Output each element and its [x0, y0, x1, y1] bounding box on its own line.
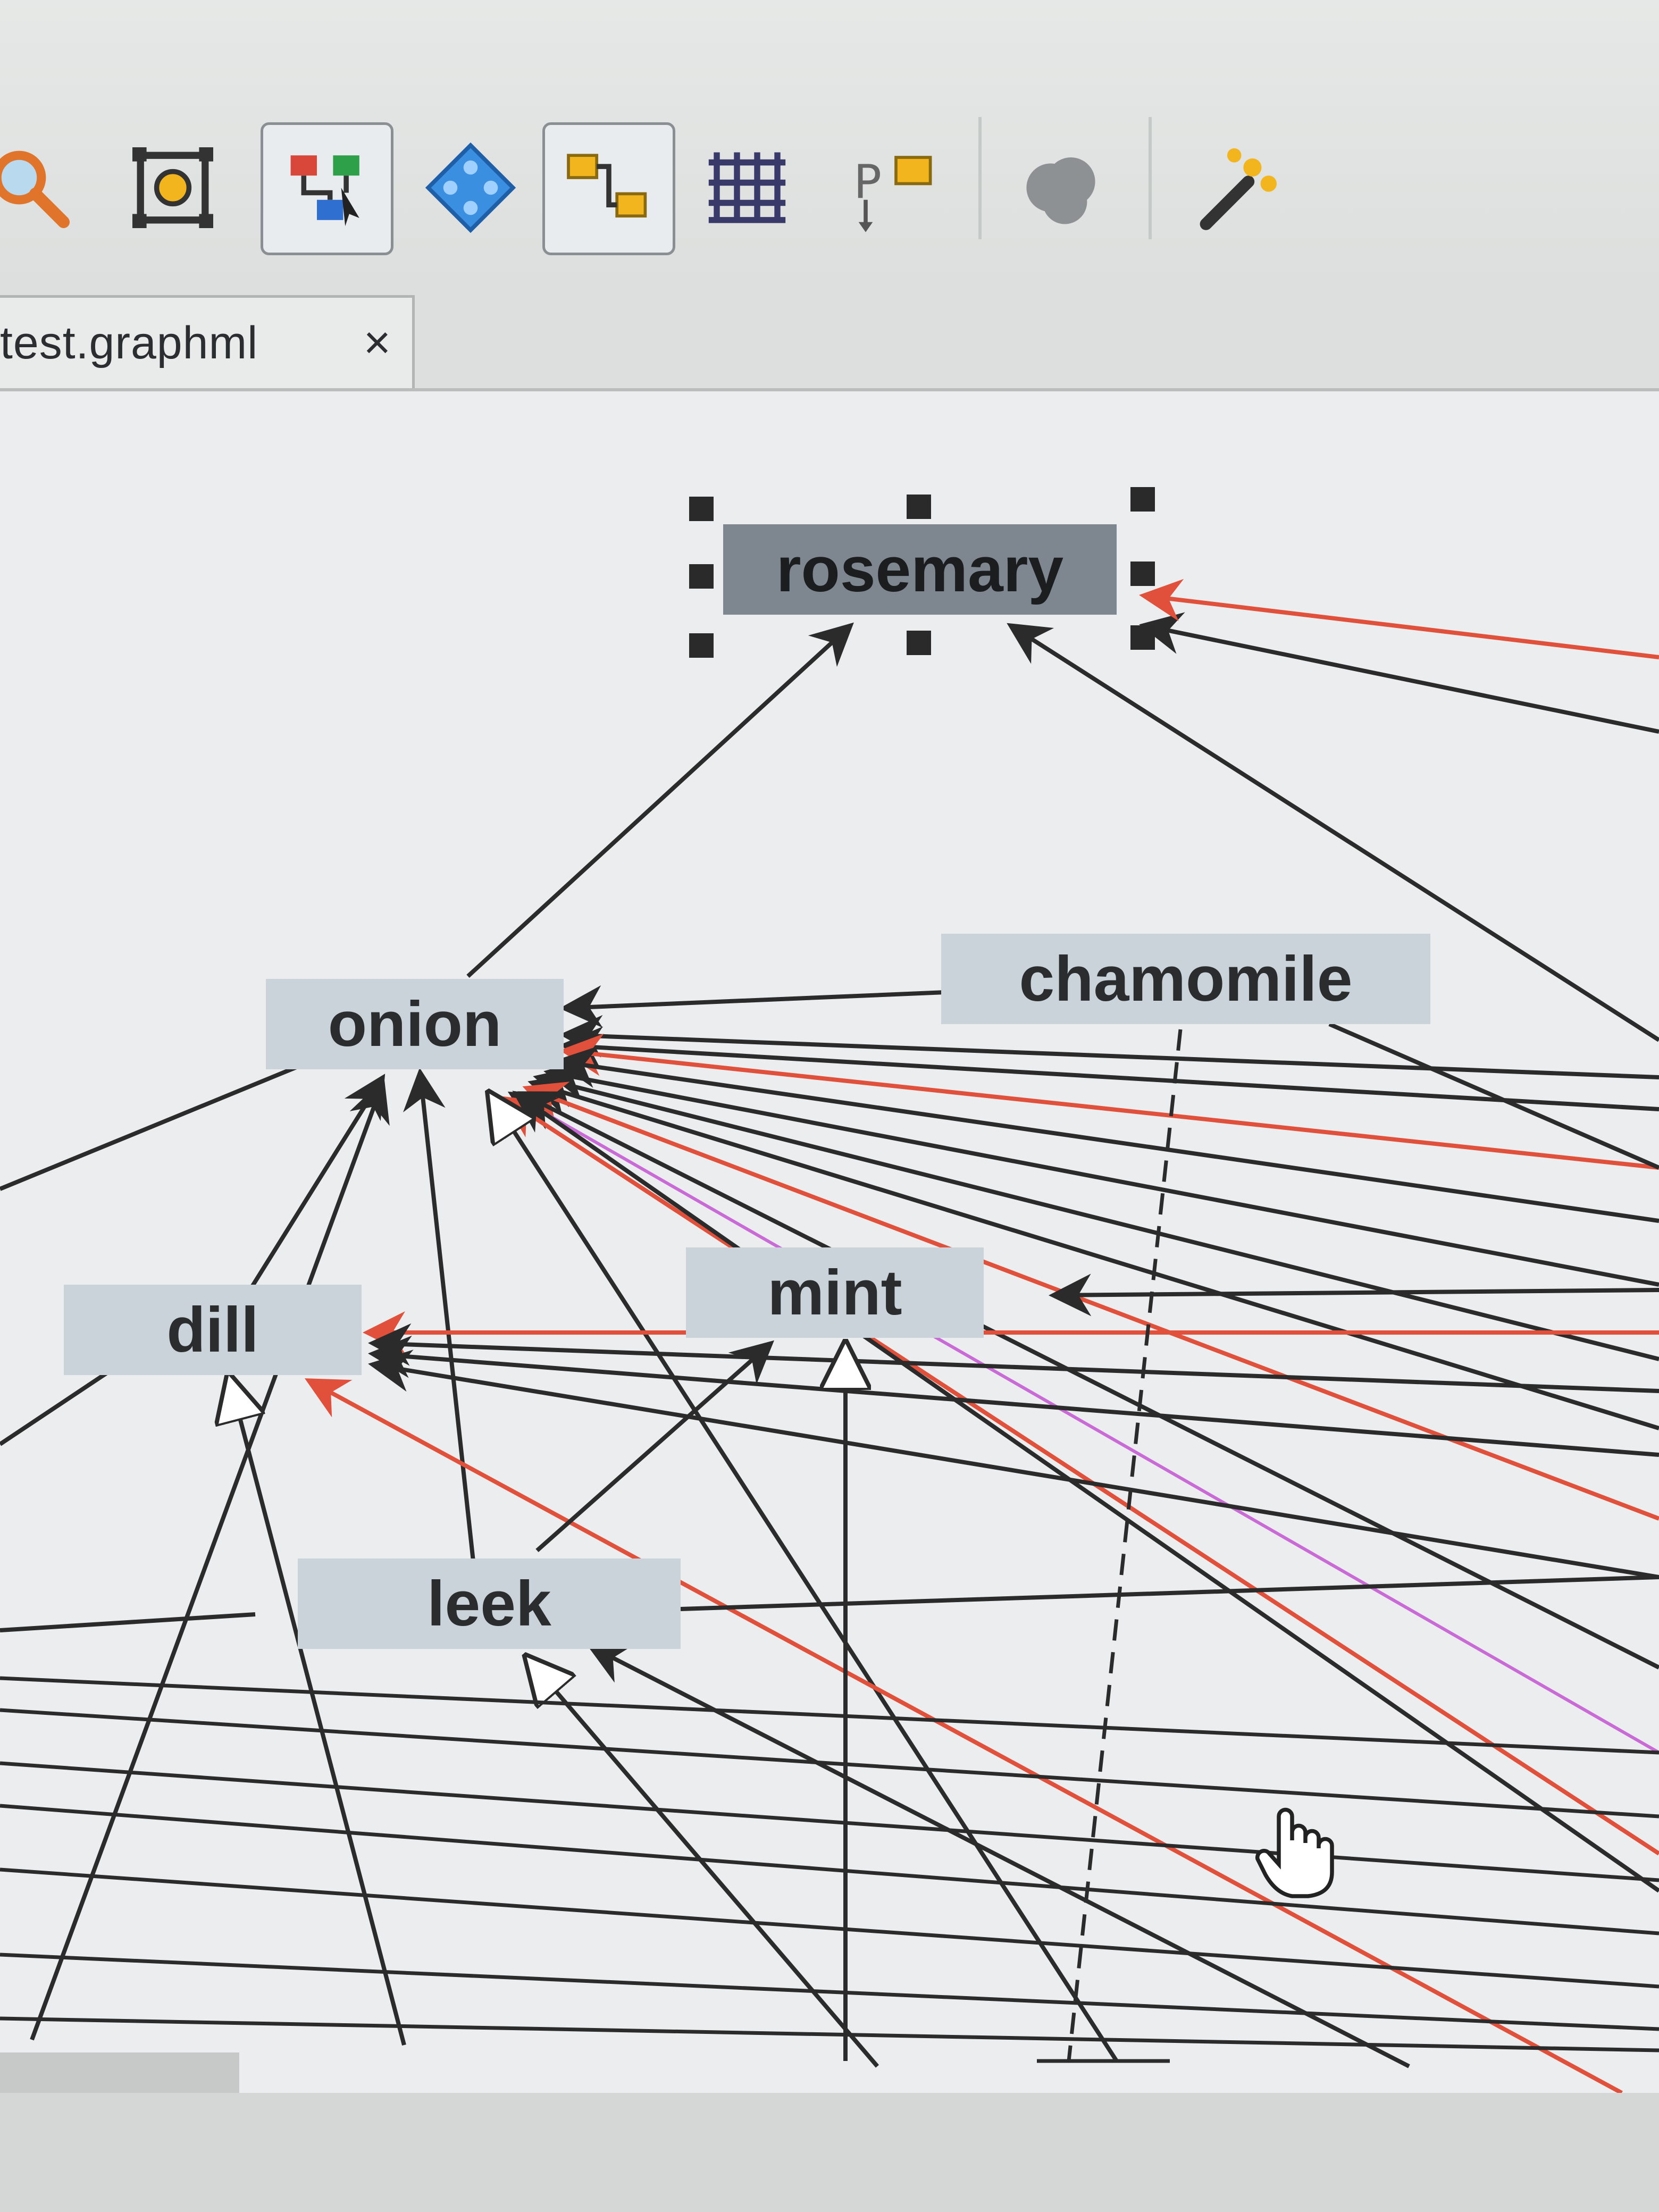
edge[interactable] [507, 1092, 1659, 1754]
edge[interactable] [527, 1073, 1659, 1430]
edge[interactable] [0, 1804, 1659, 1936]
node-leek[interactable]: leek [298, 1559, 681, 1649]
edge[interactable] [0, 1676, 1659, 1755]
edge[interactable] [368, 1350, 1659, 1579]
edge[interactable] [1328, 1022, 1659, 1170]
port-button[interactable]: P [830, 122, 962, 255]
edge[interactable] [517, 1091, 1659, 1670]
edge[interactable] [1139, 612, 1659, 734]
toolbar-separator [978, 117, 982, 239]
edge[interactable] [0, 1761, 1659, 1882]
edge[interactable] [0, 1708, 1659, 1819]
node-mint[interactable]: mint [686, 1247, 984, 1338]
edge[interactable] [535, 1340, 774, 1552]
edge[interactable] [304, 1378, 1623, 2093]
node-label: chamomile [1019, 943, 1353, 1015]
zoom-icon [0, 137, 80, 241]
edge[interactable] [466, 622, 854, 978]
organic-layout-icon [420, 137, 521, 241]
edge[interactable] [0, 1953, 1659, 2031]
edge[interactable] [0, 1612, 256, 1632]
edge[interactable] [586, 1644, 1410, 2068]
edge[interactable] [489, 1093, 1119, 2063]
fit-content-icon [122, 137, 223, 241]
edge[interactable] [522, 1082, 1659, 1521]
edge[interactable] [1007, 623, 1659, 1042]
edge[interactable] [559, 1015, 1659, 1079]
grid-icon [697, 137, 798, 241]
orthogonal-edge-button[interactable] [542, 122, 675, 255]
edge[interactable] [403, 1068, 475, 1562]
magic-wand-button[interactable] [1170, 122, 1303, 255]
organic-layout-button[interactable] [404, 122, 537, 255]
close-icon[interactable]: × [363, 316, 391, 368]
edge[interactable] [680, 1575, 1659, 1611]
tab-label: test.graphml [0, 317, 258, 368]
selection-handle[interactable] [907, 495, 931, 519]
toolbar: P [0, 0, 1659, 287]
graph-edges [0, 579, 1659, 2093]
node-dill[interactable]: dill [64, 1285, 362, 1375]
edge[interactable] [0, 1368, 113, 1446]
edge[interactable] [1049, 1273, 1659, 1317]
edge[interactable] [248, 1074, 386, 1292]
edge[interactable] [543, 1058, 1659, 1287]
selection-handle[interactable] [1130, 625, 1155, 650]
magic-wand-icon [1186, 137, 1287, 241]
selection-handle[interactable] [689, 564, 714, 589]
selection-handle[interactable] [689, 497, 714, 521]
node-label: dill [166, 1294, 259, 1365]
node-rosemary[interactable]: rosemary [723, 524, 1117, 615]
port-icon: P [845, 137, 946, 241]
edge[interactable] [559, 1033, 1659, 1170]
edge[interactable] [0, 1065, 299, 1191]
selection-handle[interactable] [1130, 562, 1155, 586]
cloud-icon [1010, 137, 1111, 241]
zoom-tool-button[interactable] [0, 122, 96, 255]
hand-cursor-icon [1255, 1807, 1334, 1898]
edge[interactable] [0, 1867, 1659, 1989]
cloud-button[interactable] [994, 122, 1127, 255]
node-label: onion [328, 988, 502, 1060]
edge[interactable] [368, 1323, 1659, 1393]
status-area [0, 2093, 1659, 2212]
node-chamomile[interactable]: chamomile [941, 934, 1430, 1024]
fit-content-button[interactable] [106, 122, 239, 255]
edge[interactable] [533, 1066, 1659, 1361]
node-onion[interactable]: onion [266, 979, 564, 1069]
node-label: rosemary [776, 534, 1064, 605]
edge[interactable] [559, 985, 947, 1028]
selection-handle[interactable] [689, 633, 714, 658]
hierarchic-layout-icon [276, 137, 378, 241]
edge[interactable] [501, 1096, 1659, 1856]
edge[interactable] [0, 2016, 1659, 2052]
tab-test-graphml[interactable]: test.graphml × [0, 295, 415, 388]
grid-button[interactable] [681, 122, 814, 255]
selection-handle[interactable] [1130, 487, 1155, 512]
hierarchic-layout-button[interactable] [261, 122, 393, 255]
graph-canvas[interactable]: rosemary onion chamomile dill mint leek [0, 391, 1659, 2093]
edge[interactable] [30, 1078, 390, 2041]
edge[interactable] [554, 1045, 1659, 1223]
edge[interactable] [512, 1091, 1659, 1893]
selection-handle[interactable] [907, 631, 931, 655]
edge[interactable] [559, 1026, 1659, 1111]
edge[interactable] [368, 1335, 1659, 1457]
node-label: leek [427, 1568, 551, 1639]
node-label: mint [767, 1257, 902, 1328]
toolbar-separator [1149, 117, 1152, 239]
orthogonal-edge-icon [558, 137, 659, 241]
edge[interactable] [229, 1375, 406, 2046]
edge[interactable] [1139, 579, 1659, 659]
